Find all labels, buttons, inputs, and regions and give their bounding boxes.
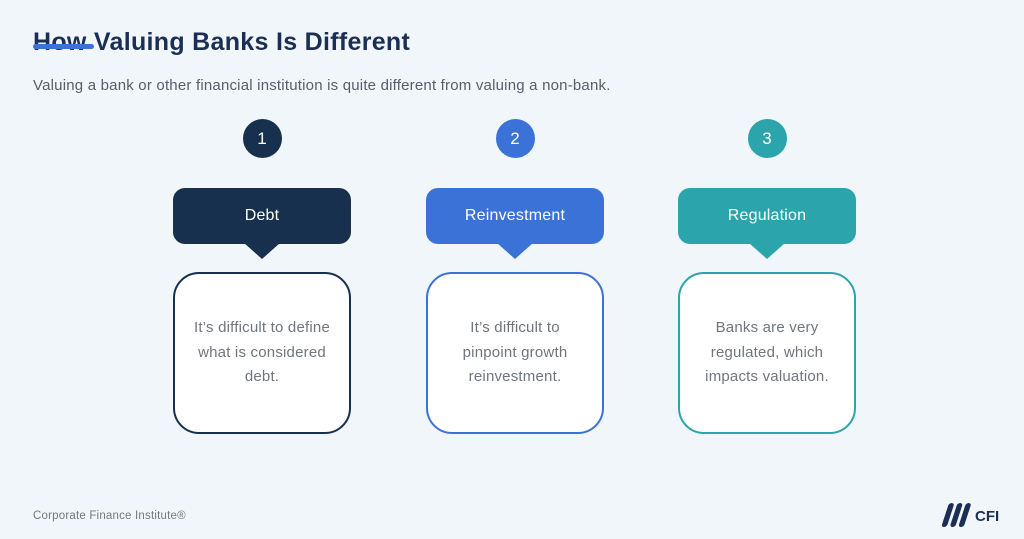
step-description: It’s difficult to define what is conside… [194, 318, 330, 386]
cfi-logo-text: CFI [975, 508, 999, 525]
step-number-badge: 3 [747, 119, 787, 158]
step-label: Debt [244, 207, 280, 224]
step-description-card: It’s difficult to pinpoint growth reinve… [426, 272, 604, 434]
step-label: Regulation [727, 207, 807, 224]
step-number-badge: 1 [242, 119, 282, 158]
footer-credit: Corporate Finance Institute® [33, 510, 186, 522]
banner-pointer [749, 243, 785, 259]
step-description: It’s difficult to pinpoint growth reinve… [462, 318, 568, 386]
page-title: How Valuing Banks Is Different [33, 27, 411, 56]
step-label-banner: Reinvestment [426, 188, 604, 259]
step-number-badge: 2 [495, 119, 535, 158]
step-description-card: It’s difficult to define what is conside… [173, 272, 351, 434]
title-underline [33, 44, 94, 49]
step-column-regulation: 3 Regulation Banks are very regulated, w… [678, 119, 856, 434]
step-description-card: Banks are very regulated, which impacts … [678, 272, 856, 434]
step-column-debt: 1 Debt It’s difficult to define what is … [173, 119, 351, 434]
step-label-banner: Regulation [678, 188, 856, 259]
step-label: Reinvestment [464, 207, 566, 224]
step-column-reinvestment: 2 Reinvestment It’s difficult to pinpoin… [426, 119, 604, 434]
cfi-logo: CFI [939, 500, 1001, 530]
page-subtitle: Valuing a bank or other financial instit… [33, 77, 611, 94]
step-description: Banks are very regulated, which impacts … [705, 318, 829, 386]
cfi-logo-bars-icon: CFI [941, 503, 999, 527]
step-label-banner: Debt [173, 188, 351, 259]
banner-pointer [244, 243, 280, 259]
banner-pointer [497, 243, 533, 259]
